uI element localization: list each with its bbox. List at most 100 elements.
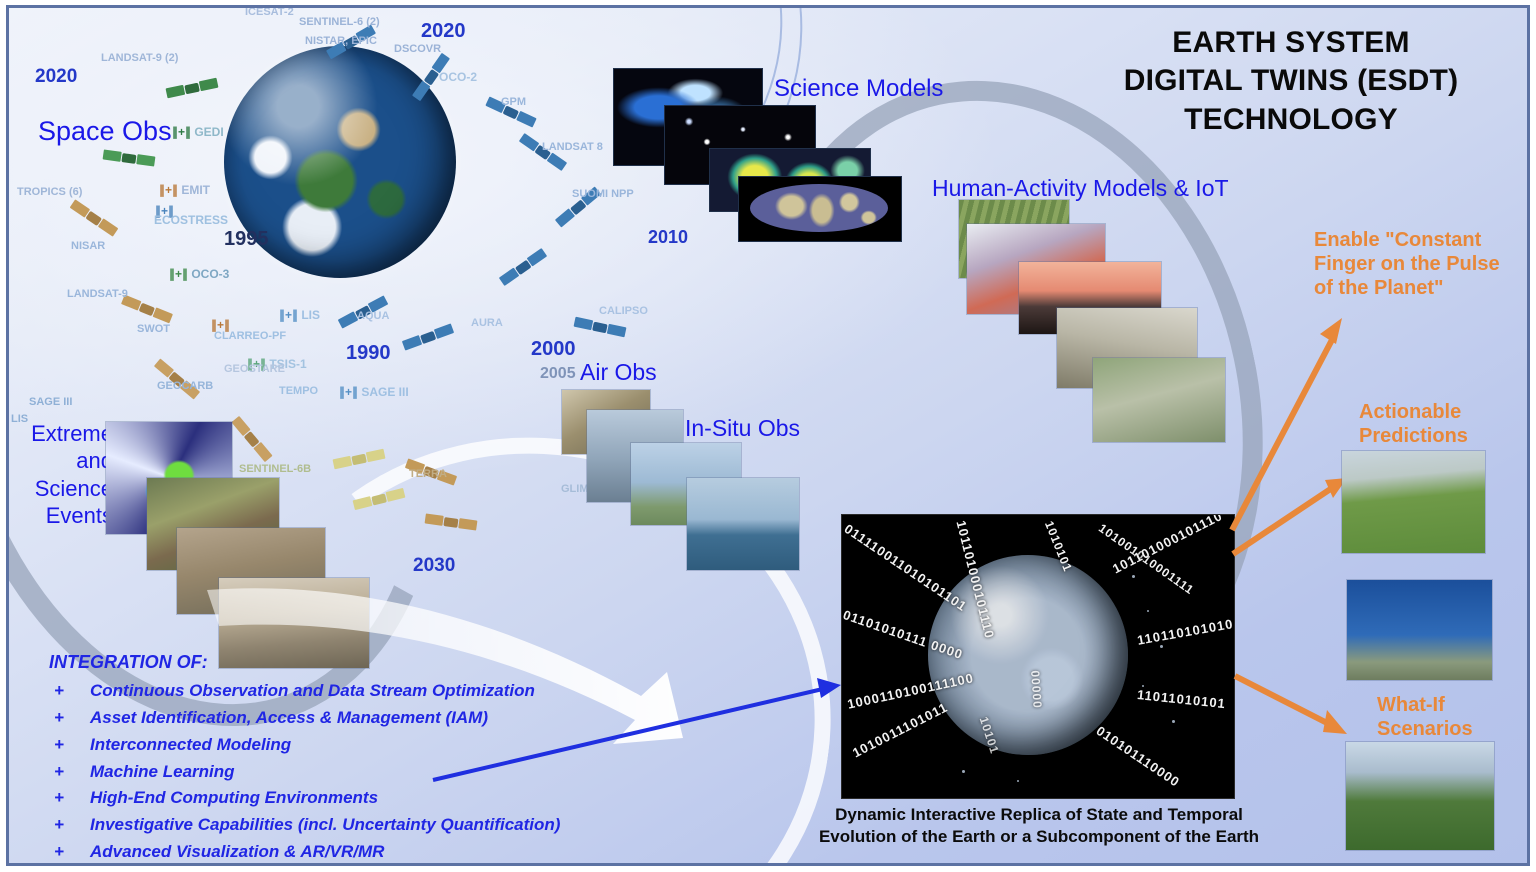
satellite-label: CALIPSO <box>599 305 648 317</box>
list-item: + Continuous Observation and Data Stream… <box>49 678 560 705</box>
satellite-label: ∥+∥ <box>155 204 175 218</box>
list-item: + Investigative Capabilities (incl. Unce… <box>49 812 560 839</box>
satellite-label: ICESAT-2 <box>245 6 294 18</box>
digital-twin-earth-panel: 011110011010101101 101101000101110 10101… <box>841 514 1235 799</box>
orange-arrow-to-actionable-predictions <box>1231 478 1347 557</box>
list-item-label: Asset Identification, Access & Managemen… <box>90 707 489 727</box>
satellite-label: AURA <box>471 317 503 329</box>
bullet-marker: + <box>54 734 64 754</box>
binary-string: 110110101010 <box>1136 616 1235 648</box>
satellite-label: LANDSAT-9 (2) <box>101 52 179 64</box>
binary-string: 00000 <box>1028 670 1045 710</box>
bullet-marker: + <box>54 707 64 727</box>
list-item-label: Machine Learning <box>90 761 235 781</box>
list-item: + Machine Learning <box>49 759 560 786</box>
outcome-photo-city-parkway <box>1346 742 1494 850</box>
satellite-label: SWOT <box>137 323 170 335</box>
satellite-label: AQUA <box>357 310 390 322</box>
human-activity-photo-interchange <box>1093 358 1225 442</box>
satellite-label: TERRA <box>409 468 447 480</box>
satellite-icon <box>573 313 628 341</box>
label-human-activity-models: Human-Activity Models & IoT <box>932 175 1229 201</box>
list-item-label: Continuous Observation and Data Stream O… <box>90 681 535 700</box>
satellite-label: ∥+∥ SAGE III <box>339 385 409 399</box>
year-label-1990: 1990 <box>346 342 391 364</box>
binary-string: 11011010101 <box>1136 687 1227 712</box>
list-item: + Advanced Visualization & AR/VR/MR <box>49 839 560 863</box>
year-label-2020-top: 2020 <box>421 20 466 42</box>
satellite-label: ECOSTRESS <box>154 213 229 227</box>
year-label-2005: 2005 <box>540 365 576 382</box>
satellite-label: TROPICS (6) <box>17 186 83 198</box>
list-item-label: High-End Computing Environments <box>90 788 379 808</box>
page-title-line-2: DIGITAL TWINS (ESDT) <box>1123 64 1459 98</box>
digital-twin-caption: Dynamic Interactive Replica of State and… <box>769 804 1309 848</box>
year-label-2000: 2000 <box>531 338 576 360</box>
satellite-label: GEOCARB <box>157 380 214 392</box>
earth-globe <box>224 46 456 278</box>
label-air-obs: Air Obs <box>580 359 657 385</box>
outcome-label-what-if-scenarios: What-If Scenarios <box>1377 694 1473 740</box>
slide-frame: LANDSAT-9 (2) ICESAT-2 SENTINEL-6 (2) NI… <box>6 5 1530 866</box>
orange-arrow-to-constant-finger <box>1229 318 1342 532</box>
year-label-2030: 2030 <box>413 555 456 576</box>
satellite-label: ∥+∥ OCO-3 <box>169 267 230 281</box>
label-extreme-events: Extreme and Science Events <box>31 421 113 528</box>
satellite-label: SENTINEL-6B <box>239 463 312 475</box>
outcome-photo-wind-turbines <box>1347 580 1492 680</box>
satellite-label: ∥+∥ <box>211 318 231 332</box>
satellite-label: OCO-2 <box>439 70 478 84</box>
satellite-label: ∥+∥ EMIT <box>159 183 211 197</box>
label-in-situ-obs: In-Situ Obs <box>685 415 801 441</box>
outcome-label-constant-finger: Enable "Constant Finger on the Pulse of … <box>1314 229 1500 299</box>
satellite-label: SAGE III <box>29 396 73 408</box>
digital-twin-caption-line-1: Dynamic Interactive Replica of State and… <box>835 805 1243 824</box>
satellite-label: GPM <box>501 96 527 108</box>
white-swoosh-arrow <box>207 588 683 744</box>
blue-pointer-arrow <box>432 678 841 782</box>
satellite-label: SUOMI NPP <box>572 188 634 200</box>
satellite-label: LANDSAT 8 <box>542 141 603 153</box>
satellite-label: SENTINEL-6 (2) <box>299 16 380 28</box>
bullet-marker: + <box>54 842 64 862</box>
page-title-line-1: EARTH SYSTEM <box>1172 26 1410 59</box>
label-space-obs: Space Obs <box>38 116 172 146</box>
outcome-photo-farmers-with-phone <box>1342 451 1485 553</box>
satellite-label: ∥+∥ GEDI <box>172 125 224 139</box>
satellite-label: NISAR <box>71 240 106 252</box>
outcome-label-actionable-predictions: Actionable Predictions <box>1359 401 1468 447</box>
label-science-models: Science Models <box>774 75 944 102</box>
bullet-marker: + <box>54 761 64 781</box>
list-item: + Asset Identification, Access & Managem… <box>49 705 560 732</box>
list-item-label: Interconnected Modeling <box>90 734 292 754</box>
list-item-label: Investigative Capabilities (incl. Uncert… <box>90 815 561 835</box>
year-label-1995: 1995 <box>224 228 269 250</box>
satellite-label: DSCOVR <box>394 43 442 55</box>
orange-arrow-to-what-if-scenarios <box>1233 673 1347 734</box>
year-label-2020-left: 2020 <box>35 66 78 87</box>
page-title-line-3: TECHNOLOGY <box>1184 102 1398 136</box>
satellite-label: GEOSTARE <box>224 363 285 375</box>
bullet-marker: + <box>54 681 64 700</box>
list-item: + Interconnected Modeling <box>49 732 560 759</box>
page-title: EARTH SYSTEM DIGITAL TWINS (ESDT) TECHNO… <box>1091 24 1491 139</box>
satellite-label: LIS <box>11 413 29 425</box>
bullet-marker: + <box>54 815 64 835</box>
year-label-2010: 2010 <box>648 227 689 247</box>
digital-twin-caption-line-2: Evolution of the Earth or a Subcomponent… <box>818 827 1260 847</box>
list-item: + High-End Computing Environments <box>49 785 560 812</box>
satellite-label: ∥+∥ LIS <box>279 308 321 322</box>
satellite-label: NISTAR, EPIC <box>305 35 377 47</box>
digital-twin-globe <box>928 555 1128 755</box>
bullet-marker: + <box>54 788 64 808</box>
integration-list: INTEGRATION OF: + Continuous Observation… <box>49 652 560 863</box>
binary-string: 010101110000 <box>1093 723 1183 790</box>
satellite-label: CLARREO-PF <box>214 330 287 342</box>
list-item-label: Advanced Visualization & AR/VR/MR <box>90 842 385 862</box>
satellite-label: LANDSAT-9 <box>67 288 128 300</box>
integration-heading: INTEGRATION OF: <box>49 652 208 672</box>
satellite-label: TEMPO <box>279 385 319 397</box>
in-situ-photo-buoy <box>687 478 799 570</box>
integration-items: + Continuous Observation and Data Stream… <box>49 678 560 863</box>
